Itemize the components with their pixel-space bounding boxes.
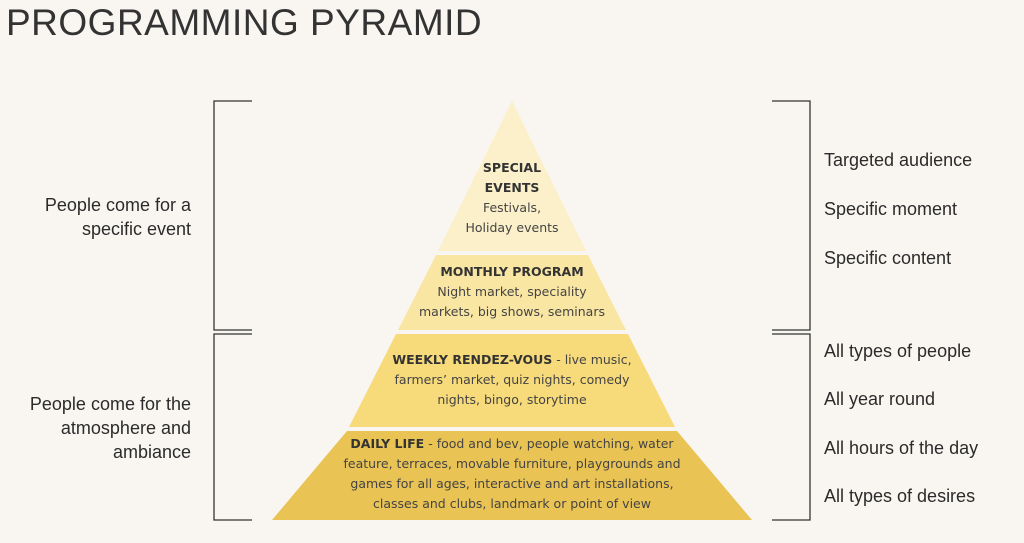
left-bracket-bottom <box>213 333 252 521</box>
tier-text-monthly: MONTHLY PROGRAM Night market, speciality… <box>362 262 662 322</box>
pyramid-tier-monthly <box>398 255 626 330</box>
right-bracket-top <box>772 100 811 331</box>
right-label: All hours of the day <box>824 438 979 458</box>
left-label-atmosphere: People come for the atmosphere and ambia… <box>30 392 191 464</box>
tier-text-special: SPECIAL EVENTS Festivals, Holiday events <box>412 158 612 238</box>
left-bracket-top <box>213 100 252 331</box>
right-label: Specific content <box>824 248 952 268</box>
pyramid-tier-special <box>438 101 586 251</box>
tier-line: - live music, <box>552 352 632 367</box>
pyramid-tier-daily <box>272 431 752 520</box>
tier-heading: DAILY LIFE <box>350 436 425 451</box>
right-label: Specific moment <box>824 199 958 219</box>
right-bracket-bottom <box>772 333 811 521</box>
tier-line: farmers’ market, quiz nights, comedy <box>394 372 630 387</box>
right-label: All year round <box>824 389 936 409</box>
tier-line: Festivals, <box>482 200 542 215</box>
tier-line: classes and clubs, landmark or point of … <box>373 496 651 511</box>
tier-line: markets, big shows, seminars <box>419 304 605 319</box>
tier-heading: WEEKLY RENDEZ-VOUS <box>392 352 553 367</box>
label-line: specific event <box>81 219 191 239</box>
label-line: People come for the <box>29 394 191 414</box>
tier-text-daily: DAILY LIFE - food and bev, people watchi… <box>262 434 762 514</box>
tier-text-weekly: WEEKLY RENDEZ-VOUS - live music, farmers… <box>312 350 712 410</box>
right-label: Targeted audience <box>824 150 973 170</box>
right-label: All types of desires <box>824 486 976 506</box>
tier-heading: SPECIAL EVENTS <box>482 160 542 195</box>
tier-line: - food and bev, people watching, water <box>424 436 674 451</box>
right-label: All types of people <box>824 341 972 361</box>
label-line: People come for a <box>44 195 191 215</box>
page-title: PROGRAMMING PYRAMID <box>6 2 483 43</box>
label-line: ambiance <box>112 442 191 462</box>
left-label-event: People come for a specific event <box>45 193 191 241</box>
tier-line: feature, terraces, movable furniture, pl… <box>343 456 681 471</box>
tier-line: games for all ages, interactive and art … <box>350 476 674 491</box>
pyramid-tier-weekly <box>349 334 675 427</box>
tier-line: nights, bingo, storytime <box>437 392 587 407</box>
tier-line: Night market, speciality <box>437 284 587 299</box>
tier-line: Holiday events <box>465 220 559 235</box>
tier-heading: MONTHLY PROGRAM <box>440 264 584 279</box>
label-line: atmosphere and <box>60 418 191 438</box>
